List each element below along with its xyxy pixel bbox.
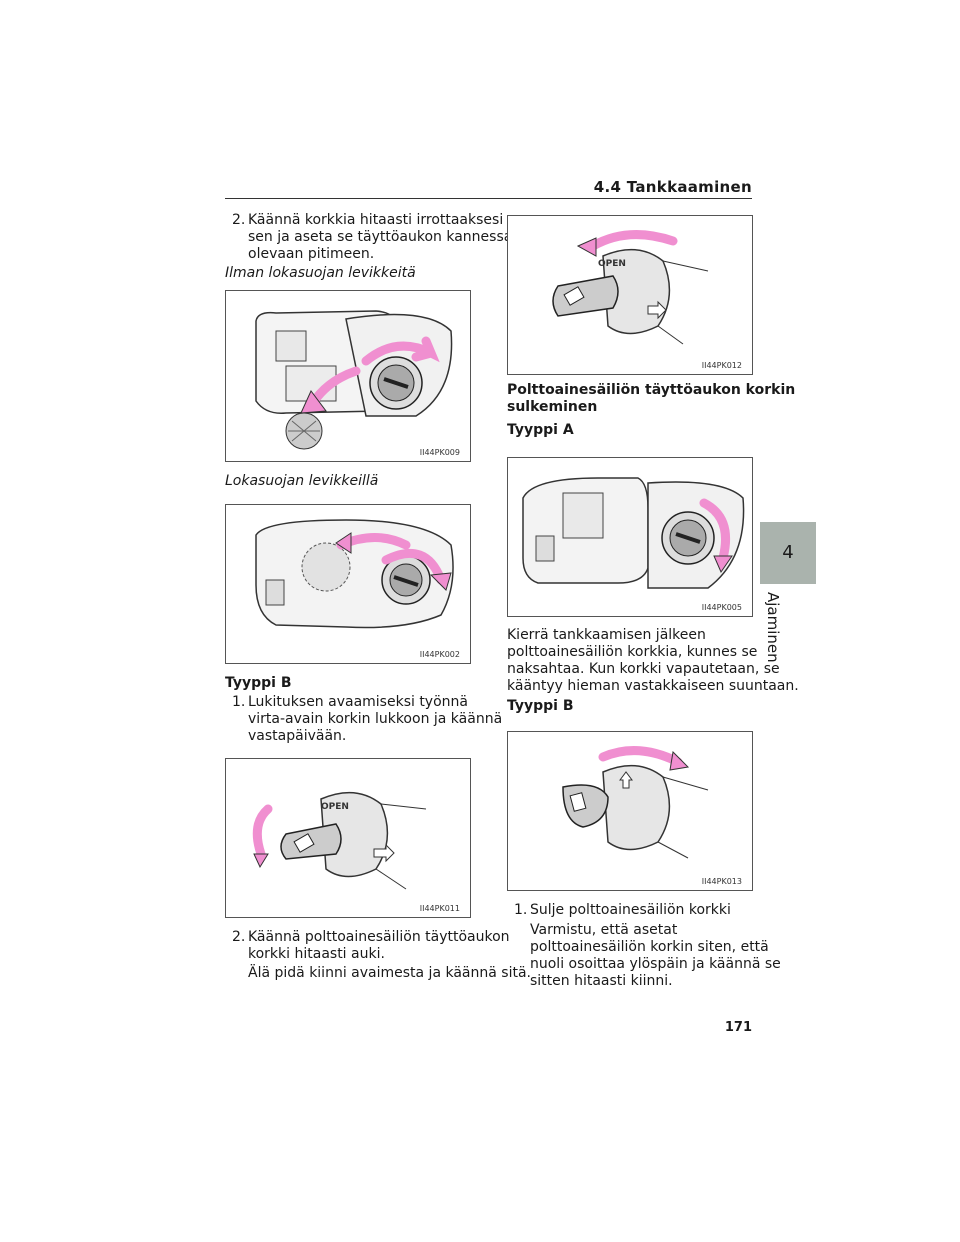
step-detail-line: sitten hitaasti kiinni. (530, 973, 673, 989)
fuel-door-illustration (522, 477, 745, 589)
header-rule (225, 198, 752, 199)
step-text-line: vastapäivään. (248, 728, 347, 744)
figure-fuel-door-with-flares: II44PK002 (225, 504, 471, 664)
figure-key-open: OPEN II44PK012 (507, 215, 753, 375)
page-number: 171 (724, 1020, 752, 1035)
step-detail-line: nuoli osoittaa ylöspäin ja käännä se (530, 956, 781, 972)
cap-key-illustration (562, 746, 709, 859)
step-number: 2. (232, 929, 246, 945)
figure-cap-close-type-b: II44PK013 (507, 731, 753, 891)
paragraph-line: kääntyy hieman vastakkaiseen suuntaan. (507, 678, 799, 694)
figure-code: II44PK013 (701, 877, 742, 886)
open-label: OPEN (598, 259, 626, 269)
step-detail-line: Varmistu, että asetat (530, 922, 678, 938)
fuel-door-illustration (255, 310, 453, 450)
chapter-tab (760, 522, 816, 584)
figure-code: II44PK012 (701, 361, 742, 370)
figure-cap-close-type-a: II44PK005 (507, 457, 753, 617)
figure-code: II44PK011 (419, 904, 460, 913)
paragraph-line: Kierrä tankkaamisen jälkeen (507, 627, 706, 643)
step-number: 1. (232, 694, 246, 710)
open-label: OPEN (321, 802, 349, 812)
step-text-line: sen ja aseta se täyttöaukon kannessa (248, 229, 513, 245)
paragraph-line: polttoainesäiliön korkkia, kunnes se (507, 644, 758, 660)
cap-key-illustration: OPEN (552, 230, 709, 345)
figure-fuel-door-without-flares: II44PK009 (225, 290, 471, 462)
step-number: 1. (514, 902, 528, 918)
section-heading: sulkeminen (507, 399, 598, 415)
figure-caption: Ilman lokasuojan levikkeitä (225, 265, 416, 281)
figure-caption: Lokasuojan levikkeillä (225, 473, 379, 489)
step-text-line: Sulje polttoainesäiliön korkki (530, 902, 731, 918)
step-detail-line: polttoainesäiliön korkin siten, että (530, 939, 769, 955)
step-text-line: virta-avain korkin lukkoon ja käännä (248, 711, 503, 727)
figure-key-unlock: OPEN II44PK011 (225, 758, 471, 918)
chapter-number: 4 (782, 542, 794, 563)
section-header: 4.4 Tankkaaminen (593, 178, 752, 196)
section-heading: Polttoainesäiliön täyttöaukon korkin (507, 382, 796, 398)
subheading-type-b: Tyyppi B (507, 698, 574, 714)
figure-code: II44PK009 (419, 448, 460, 457)
step-text-line: Käännä korkkia hitaasti irrottaaksesi (248, 212, 504, 228)
step-text-line: olevaan pitimeen. (248, 246, 375, 262)
step-text-line: korkki hitaasti auki. (248, 946, 385, 962)
note-text: Älä pidä kiinni avaimesta ja käännä sitä… (248, 965, 531, 981)
figure-code: II44PK005 (701, 603, 742, 612)
fuel-door-illustration (255, 519, 454, 629)
figure-code: II44PK002 (419, 650, 460, 659)
subheading-type-a: Tyyppi A (507, 422, 574, 438)
subheading-type-b: Tyyppi B (225, 675, 292, 691)
cap-key-illustration: OPEN (252, 791, 427, 890)
step-text-line: Lukituksen avaamiseksi työnnä (248, 694, 468, 710)
step-text-line: Käännä polttoainesäiliön täyttöaukon (248, 929, 510, 945)
paragraph-line: naksahtaa. Kun korkki vapautetaan, se (507, 661, 780, 677)
step-number: 2. (232, 212, 246, 228)
chapter-label-text: Ajaminen (764, 592, 782, 663)
